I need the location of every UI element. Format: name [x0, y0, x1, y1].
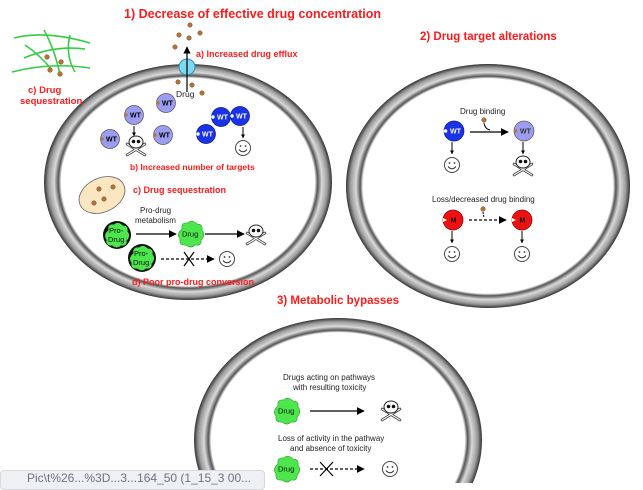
svg-text:Drug: Drug — [133, 258, 149, 267]
smiley-icon — [219, 251, 235, 267]
svg-text:Drug: Drug — [278, 407, 294, 416]
svg-text:Drug: Drug — [108, 235, 124, 244]
section3-title: 3) Metabolic bypasses — [277, 295, 399, 307]
loss-caption-2: and absence of toxicity — [290, 444, 371, 453]
wt-target-free: WT — [443, 120, 465, 142]
fiber-network-icon — [11, 29, 91, 76]
drug-node: Drug — [177, 220, 205, 248]
smiley-icon — [444, 157, 460, 173]
binding-curve — [483, 122, 491, 131]
drug-label: Drug — [176, 89, 195, 99]
mutant-target: M — [442, 209, 464, 231]
prodrug-node-unconverted: Pro- Drug — [128, 244, 156, 272]
status-bar-url: Pic\t%26...%3D...3...164_50 (1_15_3 00..… — [0, 470, 265, 490]
smiley-icon — [514, 246, 530, 262]
toxic-caption-1: Drugs acting on pathways — [283, 373, 375, 382]
loss-caption-1: Loss of activity in the pathway — [278, 434, 384, 443]
sequestration-outside-label-1: c) Drug — [28, 85, 61, 96]
sequestration-outside-label-2: sequestration — [20, 96, 82, 107]
smiley-icon — [382, 461, 398, 477]
svg-text:WT: WT — [236, 114, 248, 121]
svg-text:WT: WT — [106, 137, 118, 144]
svg-text:Drug: Drug — [182, 230, 198, 239]
smiley-icon — [444, 246, 460, 262]
wt-targets-bound: WT WT WT WT — [100, 93, 176, 149]
cell-1-membrane — [44, 64, 332, 300]
svg-text:WT: WT — [162, 101, 174, 108]
svg-text:WT: WT — [159, 133, 171, 140]
sequestered-drug-dots — [44, 54, 64, 77]
prodrug-node: Pro- Drug — [103, 221, 131, 249]
svg-text:M: M — [520, 218, 526, 225]
drug-dot — [480, 206, 486, 212]
efflux-label: a) Increased drug efflux — [196, 49, 298, 59]
wt-target-bound: WT — [513, 120, 535, 142]
wt-targets-free: WT WT WT — [196, 106, 250, 144]
drug-binding-label: Drug binding — [460, 107, 505, 116]
svg-text:Drug: Drug — [278, 465, 294, 474]
mutant-target: M — [511, 209, 533, 231]
prodrug-metabolism-label-1: Pro-drug — [140, 206, 171, 215]
block-x-icon — [183, 251, 195, 267]
prodrug-metabolism-label-2: metabolism — [135, 216, 176, 225]
cell-2-membrane — [346, 64, 630, 308]
cell-3-membrane — [194, 318, 482, 483]
svg-text:WT: WT — [217, 115, 229, 122]
svg-text:M: M — [451, 218, 457, 225]
svg-text:WT: WT — [520, 129, 532, 136]
block-x-icon — [319, 461, 334, 477]
targets-label: b) Increased number of targets — [130, 162, 255, 172]
vesicle-drug-dots — [91, 184, 116, 206]
drug-node: Drug — [273, 397, 301, 425]
section2-title: 2) Drug target alterations — [420, 31, 557, 43]
drug-node: Drug — [273, 455, 301, 483]
svg-text:WT: WT — [450, 129, 462, 136]
effluxed-drug-dots — [172, 22, 205, 96]
poor-conversion-label: d) Poor pro-drug conversion — [132, 277, 254, 287]
toxic-caption-2: with resulting toxicity — [292, 383, 366, 392]
svg-text:WT: WT — [202, 132, 214, 139]
loss-binding-label: Loss/decreased drug binding — [432, 195, 535, 204]
failed-binding-line — [482, 211, 485, 219]
svg-text:Pro-: Pro- — [134, 249, 149, 258]
sequestration-inside-label: c) Drug sequestration — [133, 185, 226, 195]
svg-text:WT: WT — [130, 113, 142, 120]
section1-title: 1) Decrease of effective drug concentrat… — [124, 7, 381, 21]
svg-text:Pro-: Pro- — [109, 226, 124, 235]
smiley-icon — [235, 140, 251, 156]
drug-dot — [481, 117, 487, 123]
